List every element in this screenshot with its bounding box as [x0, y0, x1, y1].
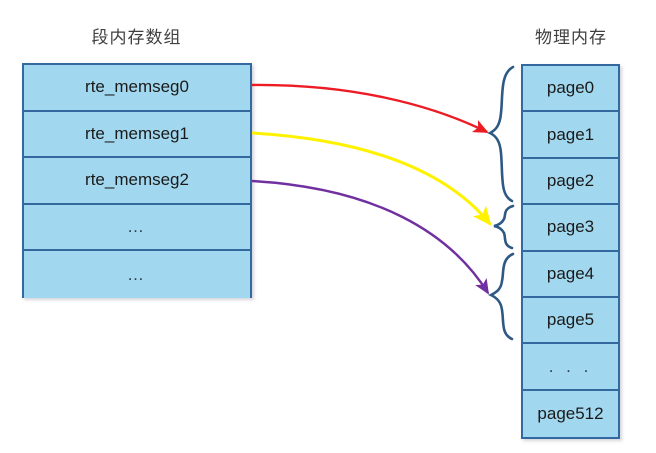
- table-row: rte_memseg1: [24, 111, 250, 159]
- table-row: …: [24, 251, 250, 298]
- table-row: page4: [523, 251, 618, 298]
- row-label: …: [127, 217, 147, 237]
- brace-page0-page2: [487, 65, 515, 203]
- connector-memseg0: [251, 83, 489, 134]
- table-row: page0: [523, 66, 618, 113]
- table-row: page2: [523, 158, 618, 206]
- table-row: page1: [523, 112, 618, 159]
- row-label: page3: [546, 217, 595, 237]
- table-row: rte_memseg0: [24, 65, 250, 112]
- table-row: . . .: [523, 344, 618, 391]
- right-table-title: 物理内存: [535, 28, 607, 48]
- row-label: rte_memseg1: [85, 123, 189, 143]
- row-label: page512: [537, 403, 604, 423]
- table-row: page3: [523, 205, 618, 252]
- physical-memory-table: page0 page1 page2 page3 page4 page5 . . …: [521, 64, 620, 439]
- row-label: . . .: [548, 356, 593, 376]
- brace-page4-page5: [488, 252, 515, 341]
- connector-memseg2: [251, 179, 490, 295]
- row-label: page0: [546, 78, 595, 98]
- table-row: page5: [523, 297, 618, 345]
- table-row: page512: [523, 390, 618, 438]
- brace-page3: [493, 204, 515, 250]
- left-table-title: 段内存数组: [91, 28, 182, 48]
- row-label: page5: [546, 310, 595, 330]
- row-label: page4: [546, 263, 595, 283]
- table-row: …: [24, 204, 250, 252]
- row-label: page2: [546, 170, 595, 190]
- row-label: rte_memseg0: [85, 77, 189, 97]
- table-row: rte_memseg2: [24, 158, 250, 205]
- row-label: …: [127, 264, 147, 284]
- row-label: page1: [546, 124, 595, 144]
- segment-memory-array-table: rte_memseg0 rte_memseg1 rte_memseg2 … …: [22, 63, 252, 298]
- connector-memseg1: [251, 131, 492, 226]
- row-label: rte_memseg2: [85, 170, 189, 190]
